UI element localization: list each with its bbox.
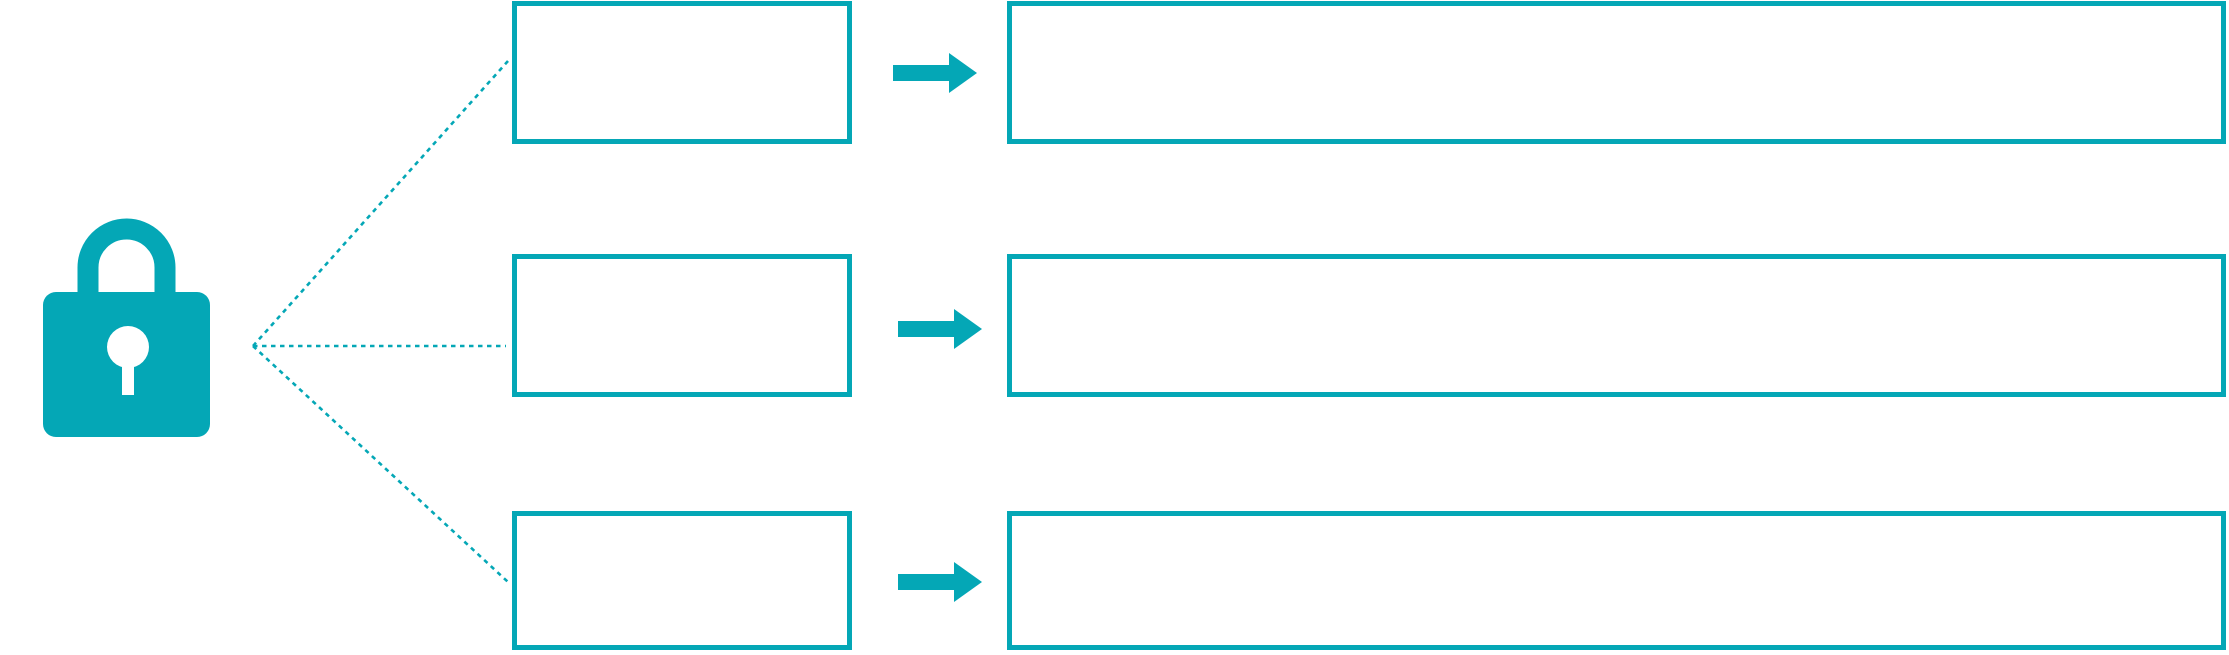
flow-large-box-1 <box>1007 1 2226 144</box>
flow-large-box-3 <box>1007 511 2226 650</box>
lock-icon <box>43 218 210 437</box>
connector-line-top <box>252 60 509 347</box>
flow-small-box-3 <box>512 511 852 650</box>
connector-line-bottom <box>252 345 509 583</box>
flow-large-box-2 <box>1007 254 2226 397</box>
flow-small-box-1 <box>512 1 852 144</box>
flow-small-box-2 <box>512 254 852 397</box>
arrow-right-icon <box>898 308 983 350</box>
arrow-right-icon <box>893 52 978 94</box>
arrow-right-icon <box>898 561 983 603</box>
